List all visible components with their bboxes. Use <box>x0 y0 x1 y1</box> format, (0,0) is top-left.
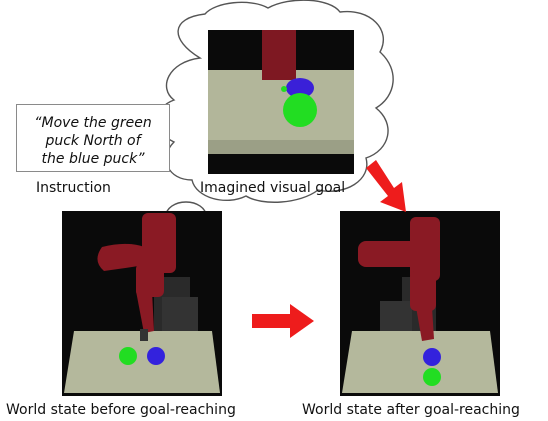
after-scene-image <box>340 211 500 396</box>
instruction-line-2: puck North of <box>45 133 141 149</box>
instruction-line-1: “Move the green <box>34 115 152 131</box>
goal-robot-arm <box>262 30 296 80</box>
imagined-goal-caption: Imagined visual goal <box>200 180 346 196</box>
instruction-text: “Move the green puck North of the blue p… <box>16 114 170 168</box>
forward-arrow <box>252 304 314 338</box>
before-green-puck <box>119 347 137 365</box>
after-blue-puck <box>423 348 441 366</box>
before-robot-arm <box>97 213 176 333</box>
before-table <box>64 331 220 393</box>
before-scene-caption: World state before goal-reaching <box>6 402 236 418</box>
after-robot-arm <box>358 217 440 341</box>
goal-blue-puck <box>286 78 314 98</box>
before-blue-puck <box>147 347 165 365</box>
imagined-goal-image <box>208 30 354 174</box>
after-green-puck <box>423 368 441 386</box>
instruction-line-3: the blue puck” <box>41 151 145 167</box>
goal-arrow <box>366 160 406 212</box>
before-scene-image <box>62 211 222 396</box>
after-scene-caption: World state after goal-reaching <box>302 402 520 418</box>
after-table <box>342 331 498 393</box>
goal-green-puck <box>283 93 317 127</box>
instruction-box <box>16 104 170 172</box>
instruction-caption: Instruction <box>36 180 111 196</box>
